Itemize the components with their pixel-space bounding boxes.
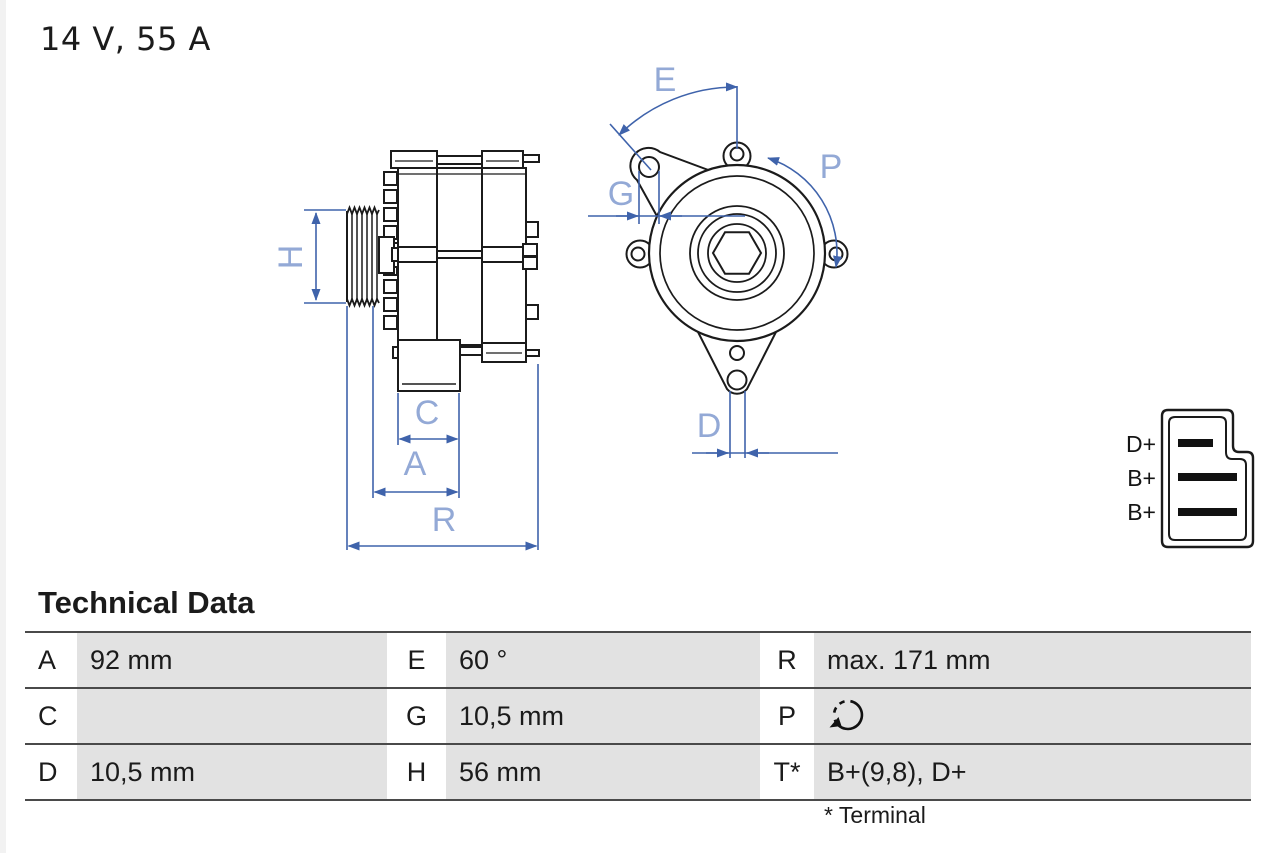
page-title: 14 V, 55 A bbox=[40, 20, 211, 58]
table-row: C G 10,5 mm P bbox=[25, 687, 1251, 743]
dim-label-E: E bbox=[654, 61, 677, 99]
bracket-hole-small bbox=[729, 345, 745, 361]
rotation-ccw-arrow-icon bbox=[829, 699, 864, 731]
row-label-R: R bbox=[760, 633, 814, 687]
dim-label-A: A bbox=[404, 445, 427, 483]
terminal-connector-diagram: D+ B+ B+ bbox=[1126, 408, 1255, 549]
dim-label-H: H bbox=[272, 245, 310, 270]
side-view-drawing bbox=[346, 150, 540, 392]
value-R: max. 171 mm bbox=[814, 633, 1251, 687]
terminal-footnote: * Terminal bbox=[824, 802, 926, 828]
terminal-label-bplus-2: B+ bbox=[1127, 499, 1156, 525]
row-label-C: C bbox=[25, 689, 77, 743]
shaft-hex-nut bbox=[711, 231, 763, 275]
bracket-hole-large bbox=[726, 369, 748, 391]
value-T: B+(9,8), D+ bbox=[814, 745, 1251, 799]
row-label-E: E bbox=[387, 633, 446, 687]
row-label-A: A bbox=[25, 633, 77, 687]
dim-label-G: G bbox=[608, 175, 634, 213]
row-label-T: T* bbox=[760, 745, 814, 799]
ear-hole-top bbox=[729, 146, 745, 162]
rotation-direction-arrow bbox=[767, 157, 842, 268]
value-A: 92 mm bbox=[77, 633, 387, 687]
value-C bbox=[77, 689, 387, 743]
row-label-G: G bbox=[387, 689, 446, 743]
row-label-P: P bbox=[760, 689, 814, 743]
row-label-H: H bbox=[387, 745, 446, 799]
terminal-blade-dplus bbox=[1178, 439, 1213, 447]
dim-label-D: D bbox=[697, 407, 722, 445]
terminal-blade-bplus-1 bbox=[1178, 473, 1237, 481]
alternator-housing bbox=[390, 150, 540, 392]
dim-label-C: C bbox=[415, 394, 440, 432]
hub-circle-inner bbox=[707, 223, 767, 283]
table-row: D 10,5 mm H 56 mm T* B+(9,8), D+ bbox=[25, 743, 1251, 799]
ear-hole-right bbox=[828, 246, 844, 262]
value-G: 10,5 mm bbox=[446, 689, 760, 743]
value-D: 10,5 mm bbox=[77, 745, 387, 799]
dim-label-P: P bbox=[820, 148, 843, 186]
ear-hole-left bbox=[630, 246, 646, 262]
page-edge-strip bbox=[0, 0, 6, 853]
alternator-technical-drawing: D+ B+ B+ bbox=[272, 61, 1255, 551]
terminal-label-bplus-1: B+ bbox=[1127, 465, 1156, 491]
table-row: A 92 mm E 60 ° R max. 171 mm bbox=[25, 631, 1251, 687]
pulley bbox=[346, 204, 400, 309]
row-label-D: D bbox=[25, 745, 77, 799]
terminal-blade-bplus-2 bbox=[1178, 508, 1237, 516]
body-outer-circle bbox=[647, 163, 827, 343]
value-H: 56 mm bbox=[446, 745, 760, 799]
connector-outline-outer bbox=[1160, 408, 1255, 549]
dimension-labels: H C A R E G P D bbox=[272, 61, 842, 539]
bottom-mounting-bracket bbox=[695, 329, 779, 395]
connector-outline-inner bbox=[1168, 416, 1247, 541]
dim-label-R: R bbox=[432, 501, 457, 539]
dimension-annotations bbox=[304, 82, 842, 551]
value-E: 60 ° bbox=[446, 633, 760, 687]
value-P bbox=[814, 689, 1251, 743]
dim-arc-E bbox=[618, 82, 738, 136]
vent-fins bbox=[383, 171, 398, 330]
terminal-label-dplus: D+ bbox=[1126, 431, 1156, 457]
technical-data-table: A 92 mm E 60 ° R max. 171 mm C G 10,5 mm… bbox=[25, 631, 1251, 801]
table-heading: Technical Data bbox=[38, 585, 255, 620]
